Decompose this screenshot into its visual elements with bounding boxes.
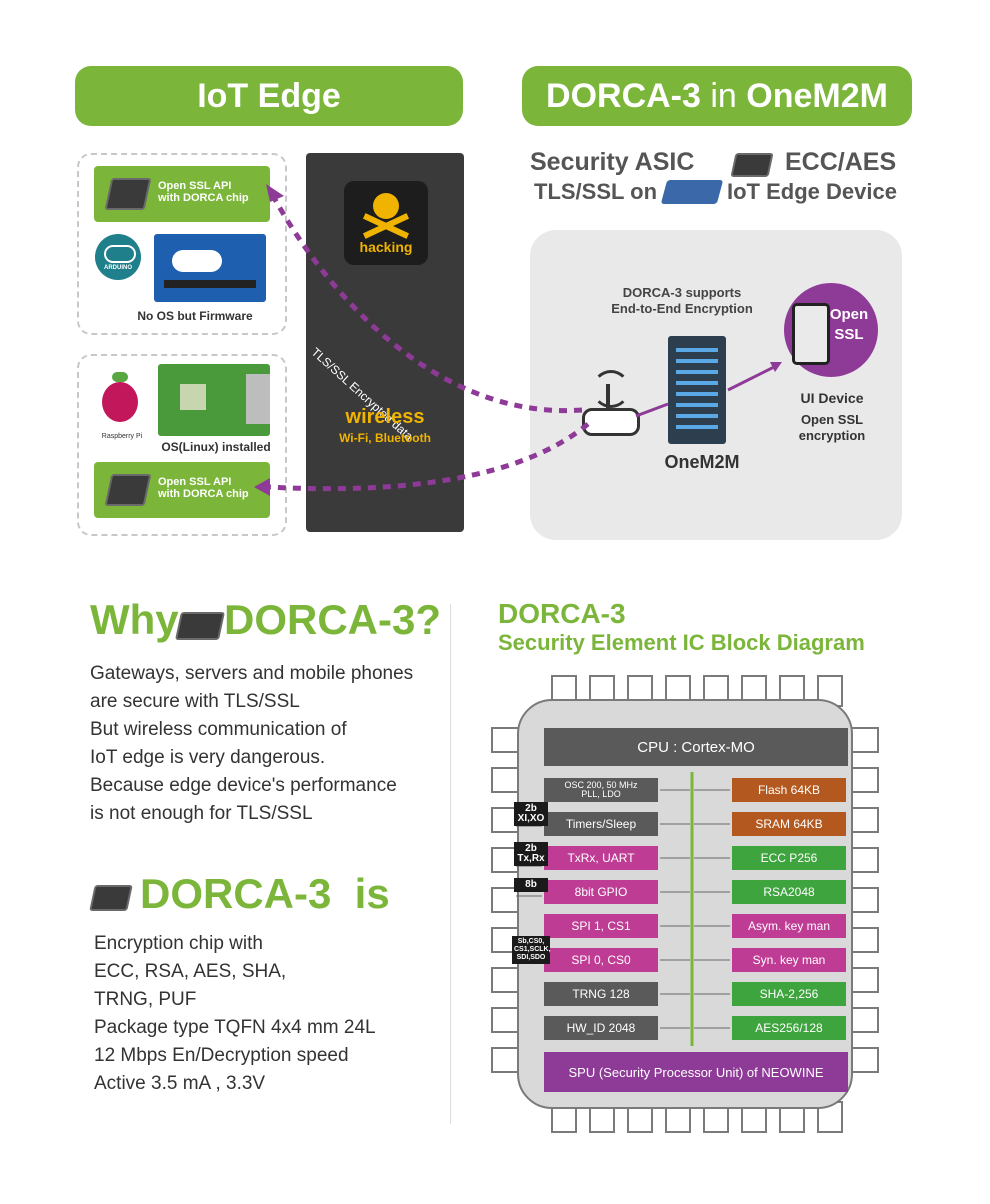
is-line: ECC, RSA, AES, SHA, <box>94 961 287 982</box>
flash-block: Flash 64KB <box>732 778 846 802</box>
security-asic-line: Security ASIC <box>530 148 910 177</box>
arduino-caption: No OS but Firmware <box>137 309 253 323</box>
pin-label-xi-xo: 2b XI,XO <box>514 802 548 826</box>
why-line: are secure with TLS/SSL <box>90 691 300 712</box>
server-label: OneM2M <box>664 452 740 472</box>
ui-device-label: UI Device <box>800 390 864 406</box>
wireless-sub-label: Wi-Fi, Bluetooth <box>339 431 431 445</box>
why-line: IoT edge is very dangerous. <box>90 747 326 768</box>
supports-text: DORCA-3 supports End-to-End Encryption <box>611 285 753 316</box>
why-title: Why <box>90 596 179 644</box>
ic-body <box>517 699 853 1109</box>
dorca-chip-icon <box>89 885 133 911</box>
uart-block: TxRx, UART <box>544 846 658 870</box>
sram-block: SRAM 64KB <box>732 812 846 836</box>
why-line: Because edge device's performance <box>90 775 397 796</box>
internal-bus <box>516 772 730 1046</box>
ui-device-icon: Open SSL <box>784 283 878 377</box>
encrypted-arc-bottom <box>267 422 590 492</box>
banner-end: OneM2M <box>746 77 888 115</box>
openssl-api-label-2: Open SSL API with DORCA chip <box>158 476 249 500</box>
why-title-post: DORCA-3? <box>224 596 441 643</box>
block-diagram-title-2: Security Element IC Block Diagram <box>498 630 865 655</box>
rsa-block: RSA2048 <box>732 880 846 904</box>
why-title-pre: Why <box>90 596 179 643</box>
ic-package-outline <box>491 675 879 1133</box>
dorca-is-paragraph: Encryption chip with ECC, RSA, AES, SHA,… <box>94 930 454 1098</box>
iot-edge-device-text: IoT Edge Device <box>727 179 897 204</box>
pin-label-gpio: 8b <box>514 878 548 892</box>
raspberry-board-image <box>158 364 270 436</box>
spu-block: SPU (Security Processor Unit) of NEOWINE <box>544 1052 848 1092</box>
is-line: TRNG, PUF <box>94 989 197 1010</box>
wireless-label: wireless <box>345 406 425 428</box>
raspberry-pi-logo <box>100 372 140 426</box>
ecc-aes-text: ECC/AES <box>785 148 897 176</box>
why-paragraph: Gateways, servers and mobile phones are … <box>90 660 450 828</box>
aes-block: AES256/128 <box>732 1016 846 1040</box>
arduino-board-image <box>154 234 266 302</box>
server-ui-link <box>727 364 777 392</box>
arduino-logo: ARDUINO <box>95 234 141 280</box>
trng-block: TRNG 128 <box>544 982 658 1006</box>
osc-block: OSC 200, 50 MHz PLL, LDO <box>544 778 658 802</box>
is-line: Package type TQFN 4x4 mm 24L <box>94 1017 376 1038</box>
pin-label-tx-rx: 2b Tx,Rx <box>514 842 548 866</box>
arduino-logo-symbol <box>104 245 136 263</box>
timers-block: Timers/Sleep <box>544 812 658 836</box>
is-line: Encryption chip with <box>94 933 263 954</box>
banner-in: in <box>710 77 737 115</box>
openssl-api-card-1: Open SSL API with DORCA chip <box>94 166 270 222</box>
cpu-block: CPU : Cortex-MO <box>544 728 848 766</box>
why-line: is not enough for TLS/SSL <box>90 803 313 824</box>
router-icon <box>580 370 640 436</box>
dorca-onem2m-banner: DORCA-3 in OneM2M <box>522 66 912 126</box>
raspberry-pi-text: Raspberry Pi <box>101 433 143 440</box>
ecc-block: ECC P256 <box>732 846 846 870</box>
pin-label-spi: Sb,CS0, CS1,SCLK, SDI,SDO <box>512 936 551 964</box>
spi1-block: SPI 1, CS1 <box>544 914 658 938</box>
openssl-api-card-2: Open SSL API with DORCA chip <box>94 462 270 518</box>
arc-top-arrowhead <box>266 184 284 202</box>
arc-bottom-arrowhead <box>254 478 270 496</box>
sha-block: SHA-2,256 <box>732 982 846 1006</box>
gpio-block: 8bit GPIO <box>544 880 658 904</box>
server-ui-arrowhead <box>770 362 782 372</box>
is-line: 12 Mbps En/Decryption speed <box>94 1045 349 1066</box>
dorca-is-title: DORCA-3 is <box>140 870 390 917</box>
openssl-api-label-1: Open SSL API with DORCA chip <box>158 180 249 204</box>
hacking-skull-icon: hacking <box>344 181 428 265</box>
server-rack-icon <box>668 336 726 444</box>
iot-edge-title: IoT Edge <box>197 77 341 115</box>
is-line: Active 3.5 mA , 3.3V <box>94 1073 266 1094</box>
hwid-block: HW_ID 2048 <box>544 1016 658 1040</box>
block-diagram-title-1: DORCA-3 <box>498 598 626 629</box>
raspberry-caption: OS(Linux) installed <box>161 440 271 454</box>
ui-device-sub-label: Open SSL encryption <box>798 412 866 443</box>
connection-arcs <box>254 184 782 496</box>
router-server-link <box>635 402 669 418</box>
banner-main: DORCA-3 <box>546 77 701 115</box>
arduino-logo-text: ARDUINO <box>104 265 132 271</box>
why-line: But wireless communication of <box>90 719 347 740</box>
encrypted-arc-top <box>269 192 583 414</box>
hacking-label: hacking <box>359 239 413 255</box>
tls-ssl-on-text: TLS/SSL on <box>534 179 658 204</box>
spi0-block: SPI 0, CS0 <box>544 948 658 972</box>
dorca-chip-icon <box>175 612 225 640</box>
asym-key-block: Asym. key man <box>732 914 846 938</box>
column-divider <box>450 604 451 1124</box>
open-ssl-phone-text: Open SSL <box>829 306 869 343</box>
syn-key-block: Syn. key man <box>732 948 846 972</box>
why-line: Gateways, servers and mobile phones <box>90 663 414 684</box>
security-asic-text: Security ASIC <box>530 148 695 176</box>
iot-edge-banner: IoT Edge <box>75 66 463 126</box>
